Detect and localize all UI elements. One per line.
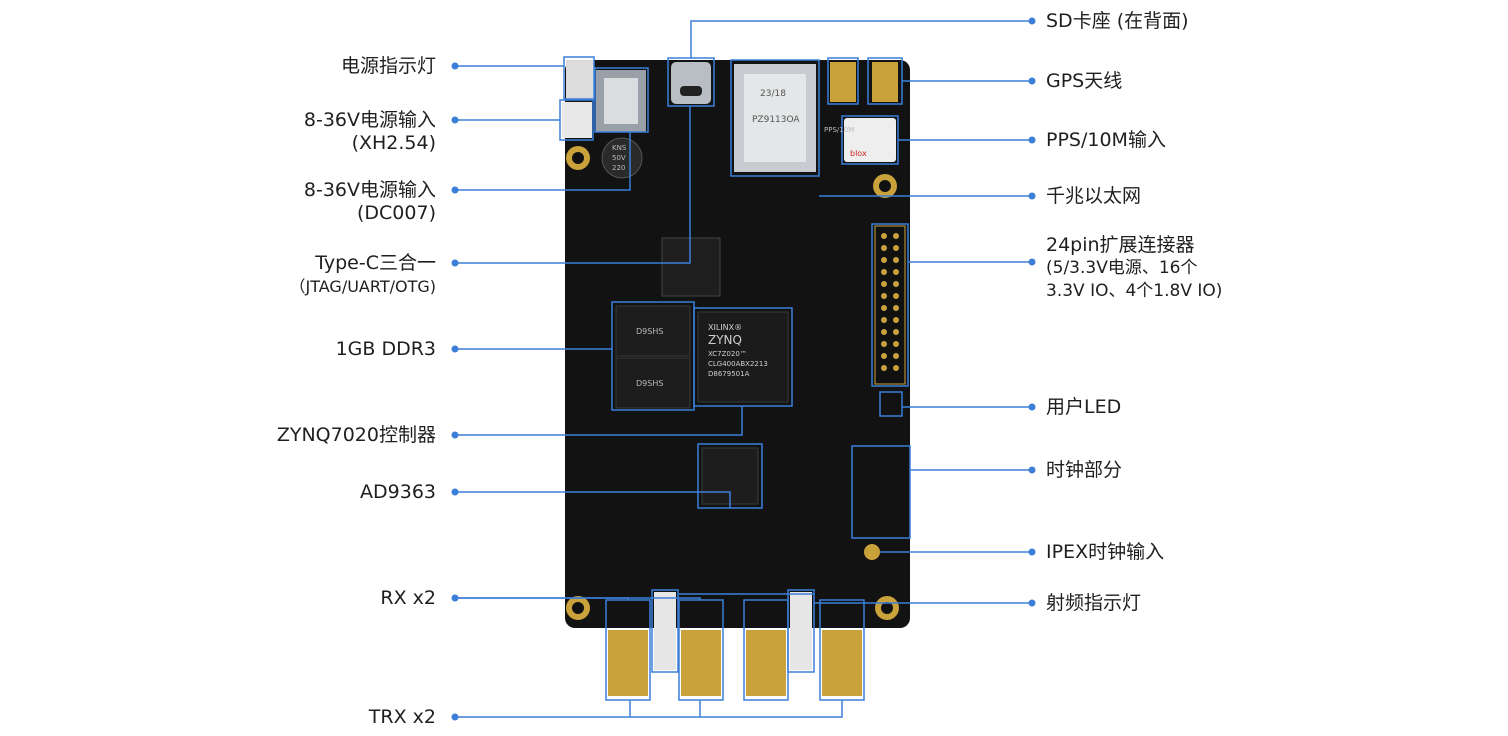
label-clock: 时钟部分 xyxy=(1046,459,1123,481)
label-typec: Type-C三合一 （JTAG/UART/OTG) xyxy=(289,252,437,296)
zynq-mark-0: XILINX® xyxy=(708,323,742,332)
mounting-holes xyxy=(566,146,899,620)
ddr-mark-1: D9SHS xyxy=(636,327,663,336)
capacitor xyxy=(601,137,643,179)
label-ddr3: 1GB DDR3 xyxy=(335,338,436,360)
label-rx: RX x2 xyxy=(380,587,436,609)
gps-mark: blox xyxy=(850,149,867,158)
label-sd: SD卡座 (在背面) xyxy=(1046,10,1189,32)
sma-connectors xyxy=(608,630,862,696)
zynq-mark-1: ZYNQ xyxy=(708,333,742,347)
cap-mark-1: 50V xyxy=(612,154,626,162)
zynq-mark-2: XC7Z020™ xyxy=(708,350,747,358)
label-power-dc: 8-36V电源输入 (DC007) xyxy=(303,179,436,224)
zynq-mark-4: D8679501A xyxy=(708,370,750,378)
pps-sma xyxy=(830,62,856,102)
label-userled: 用户LED xyxy=(1046,396,1122,418)
rf-led-1 xyxy=(654,592,676,670)
xh-connector xyxy=(562,102,592,138)
zynq-chip xyxy=(697,311,789,403)
zynq-mark-3: CLG400ABX2213 xyxy=(708,360,768,368)
label-trx: TRX x2 xyxy=(368,706,436,728)
label-pps: PPS/10M输入 xyxy=(1046,129,1166,151)
power-led-part xyxy=(566,60,594,100)
gps-sma xyxy=(872,62,898,102)
ipex-connector xyxy=(864,544,880,560)
eth-mark-0: 23/18 xyxy=(760,89,786,99)
label-power-xh: 8-36V电源输入 (XH2.54) xyxy=(303,109,436,154)
label-ipex: IPEX时钟输入 xyxy=(1046,541,1165,563)
ddr3-chip-1 xyxy=(615,305,691,357)
label-header: 24pin扩展连接器 (5/3.3V电源、16个 3.3V IO、4个1.8V … xyxy=(1046,234,1223,301)
label-zynq: ZYNQ7020控制器 xyxy=(276,424,436,446)
ddr-mark-2: D9SHS xyxy=(636,379,663,388)
label-rfled: 射频指示灯 xyxy=(1046,592,1142,614)
usb-bridge-chip xyxy=(661,237,721,297)
eth-mark-1: PZ9113OA xyxy=(752,115,800,125)
usb-c-port xyxy=(671,62,711,104)
pin-header xyxy=(874,225,906,385)
gps-module xyxy=(844,118,896,162)
label-power-led: 电源指示灯 xyxy=(340,55,436,77)
rf-led-2 xyxy=(790,592,812,670)
ddr3-chip-2 xyxy=(615,357,691,409)
label-ad9363: AD9363 xyxy=(360,481,436,503)
cap-mark-2: 220 xyxy=(612,164,625,172)
header-pins xyxy=(881,233,899,371)
pps-silk: PPS/10M xyxy=(824,126,854,134)
label-eth: 千兆以太网 xyxy=(1046,185,1142,207)
cap-mark-0: KNS xyxy=(612,144,627,152)
label-gps: GPS天线 xyxy=(1046,70,1123,92)
